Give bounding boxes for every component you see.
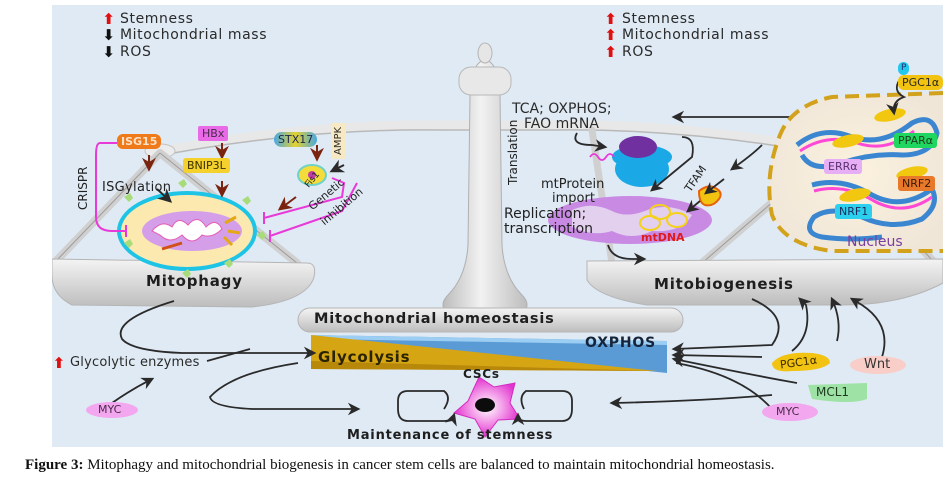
oxphos-label: OXPHOS [585, 335, 656, 351]
myc-left-label: MYC [98, 403, 122, 416]
caption-text: Mitophagy and mitochondrial biogenesis i… [83, 457, 775, 473]
wnt-blob [850, 356, 906, 374]
pgc1a-top-tag: PGC1α [898, 75, 943, 90]
left-pan [52, 258, 316, 308]
down-arrow-icon: ⬇ [102, 26, 116, 44]
down-arrow-icon: ⬇ [102, 43, 116, 61]
nrf2-tag: NRF2 [898, 176, 936, 191]
translation-label: Translation [506, 119, 520, 185]
pgc1a-bottom-blob [772, 352, 830, 372]
hbx-tag: HBx [198, 126, 229, 141]
mitobiogenesis-title: Mitobiogenesis [654, 275, 794, 293]
ppara-tag: PPARα [894, 133, 937, 148]
mtdna-circles [639, 204, 688, 231]
crispr-label: CRISPR [76, 166, 90, 210]
cscs-label: CSCs [463, 367, 500, 381]
glycolytic-enzymes-label: ⬆ Glycolytic enzymes [52, 353, 200, 372]
bnip3l-tag: BNIP3L [183, 158, 230, 173]
right-pan [586, 258, 943, 306]
glycolysis-wedge [311, 335, 657, 371]
right-legend-stemness: ⬆ Stemness [604, 10, 696, 28]
crispr-inhibition [95, 142, 127, 237]
isg15-tag: ISG15 [117, 134, 162, 149]
up-arrow-icon: ⬆ [604, 43, 618, 61]
caption-label: Figure 3: [25, 457, 84, 473]
right-renewal-loop [511, 390, 573, 426]
right-legend-mito-mass: ⬆ Mitochondrial mass [604, 26, 770, 44]
myc-right-blob [762, 403, 818, 421]
erra-tag: ERRα [824, 159, 862, 174]
glycolysis-label: Glycolysis [318, 348, 411, 366]
up-arrow-icon: ⬆ [102, 10, 116, 28]
left-legend-ros: ⬇ ROS [102, 43, 152, 61]
up-arrow-icon: ⬆ [52, 353, 66, 372]
wnt-label: Wnt [864, 357, 891, 372]
myc-left-blob [86, 402, 138, 418]
diagram-artwork [52, 42, 943, 438]
replication-label-line2: transcription [504, 221, 594, 237]
mcl1-label: MCL1 [816, 385, 850, 399]
left-legend-stemness: ⬆ Stemness [102, 10, 194, 28]
nrf1-tag: NRF1 [835, 204, 873, 219]
left-legend-mito-mass: ⬇ Mitochondrial mass [102, 26, 268, 44]
homeostasis-label: Mitochondrial homeostasis [314, 311, 555, 327]
isgylation-label: ISGylation [102, 180, 172, 195]
ribosome [589, 136, 672, 187]
ampk-tag: AMPK [331, 122, 346, 159]
figure-panel: ⬆ Stemness ⬇ Mitochondrial mass ⬇ ROS ⬆ … [52, 5, 943, 447]
replication-compartment [548, 196, 712, 244]
homeostasis-plate [297, 307, 684, 333]
genetic-inhibition-line-2 [269, 182, 358, 242]
mitophagy-title: Mitophagy [146, 272, 243, 290]
up-arrow-icon: ⬆ [604, 26, 618, 44]
mtprotein-label-line2: import [552, 191, 595, 206]
phospho-tag: P [898, 62, 910, 75]
nucleus-label: Nucleus [847, 234, 903, 250]
left-renewal-loop [397, 390, 457, 427]
scale-post [442, 42, 528, 316]
mitochondrion [117, 191, 257, 271]
genetic-inhibition-line-1 [263, 177, 346, 224]
mtprotein-label-line1: mtProtein [541, 177, 605, 192]
figure-caption: Figure 3: Mitophagy and mitochondrial bi… [25, 457, 775, 474]
right-legend-ros: ⬆ ROS [604, 43, 654, 61]
mtdna-label: mtDNA [641, 231, 685, 244]
stx17-tag: STX17 [274, 132, 318, 147]
up-arrow-icon: ⬆ [604, 10, 618, 28]
mrna-label-line1: TCA; OXPHOS; [512, 101, 612, 117]
mcl1-blob [808, 383, 867, 402]
replication-label-line1: Replication; [504, 206, 587, 222]
maintenance-label: Maintenance of stemness [347, 428, 554, 443]
mrna-label-line2: FAO mRNA [524, 116, 599, 132]
myc-right-label: MYC [776, 405, 800, 418]
